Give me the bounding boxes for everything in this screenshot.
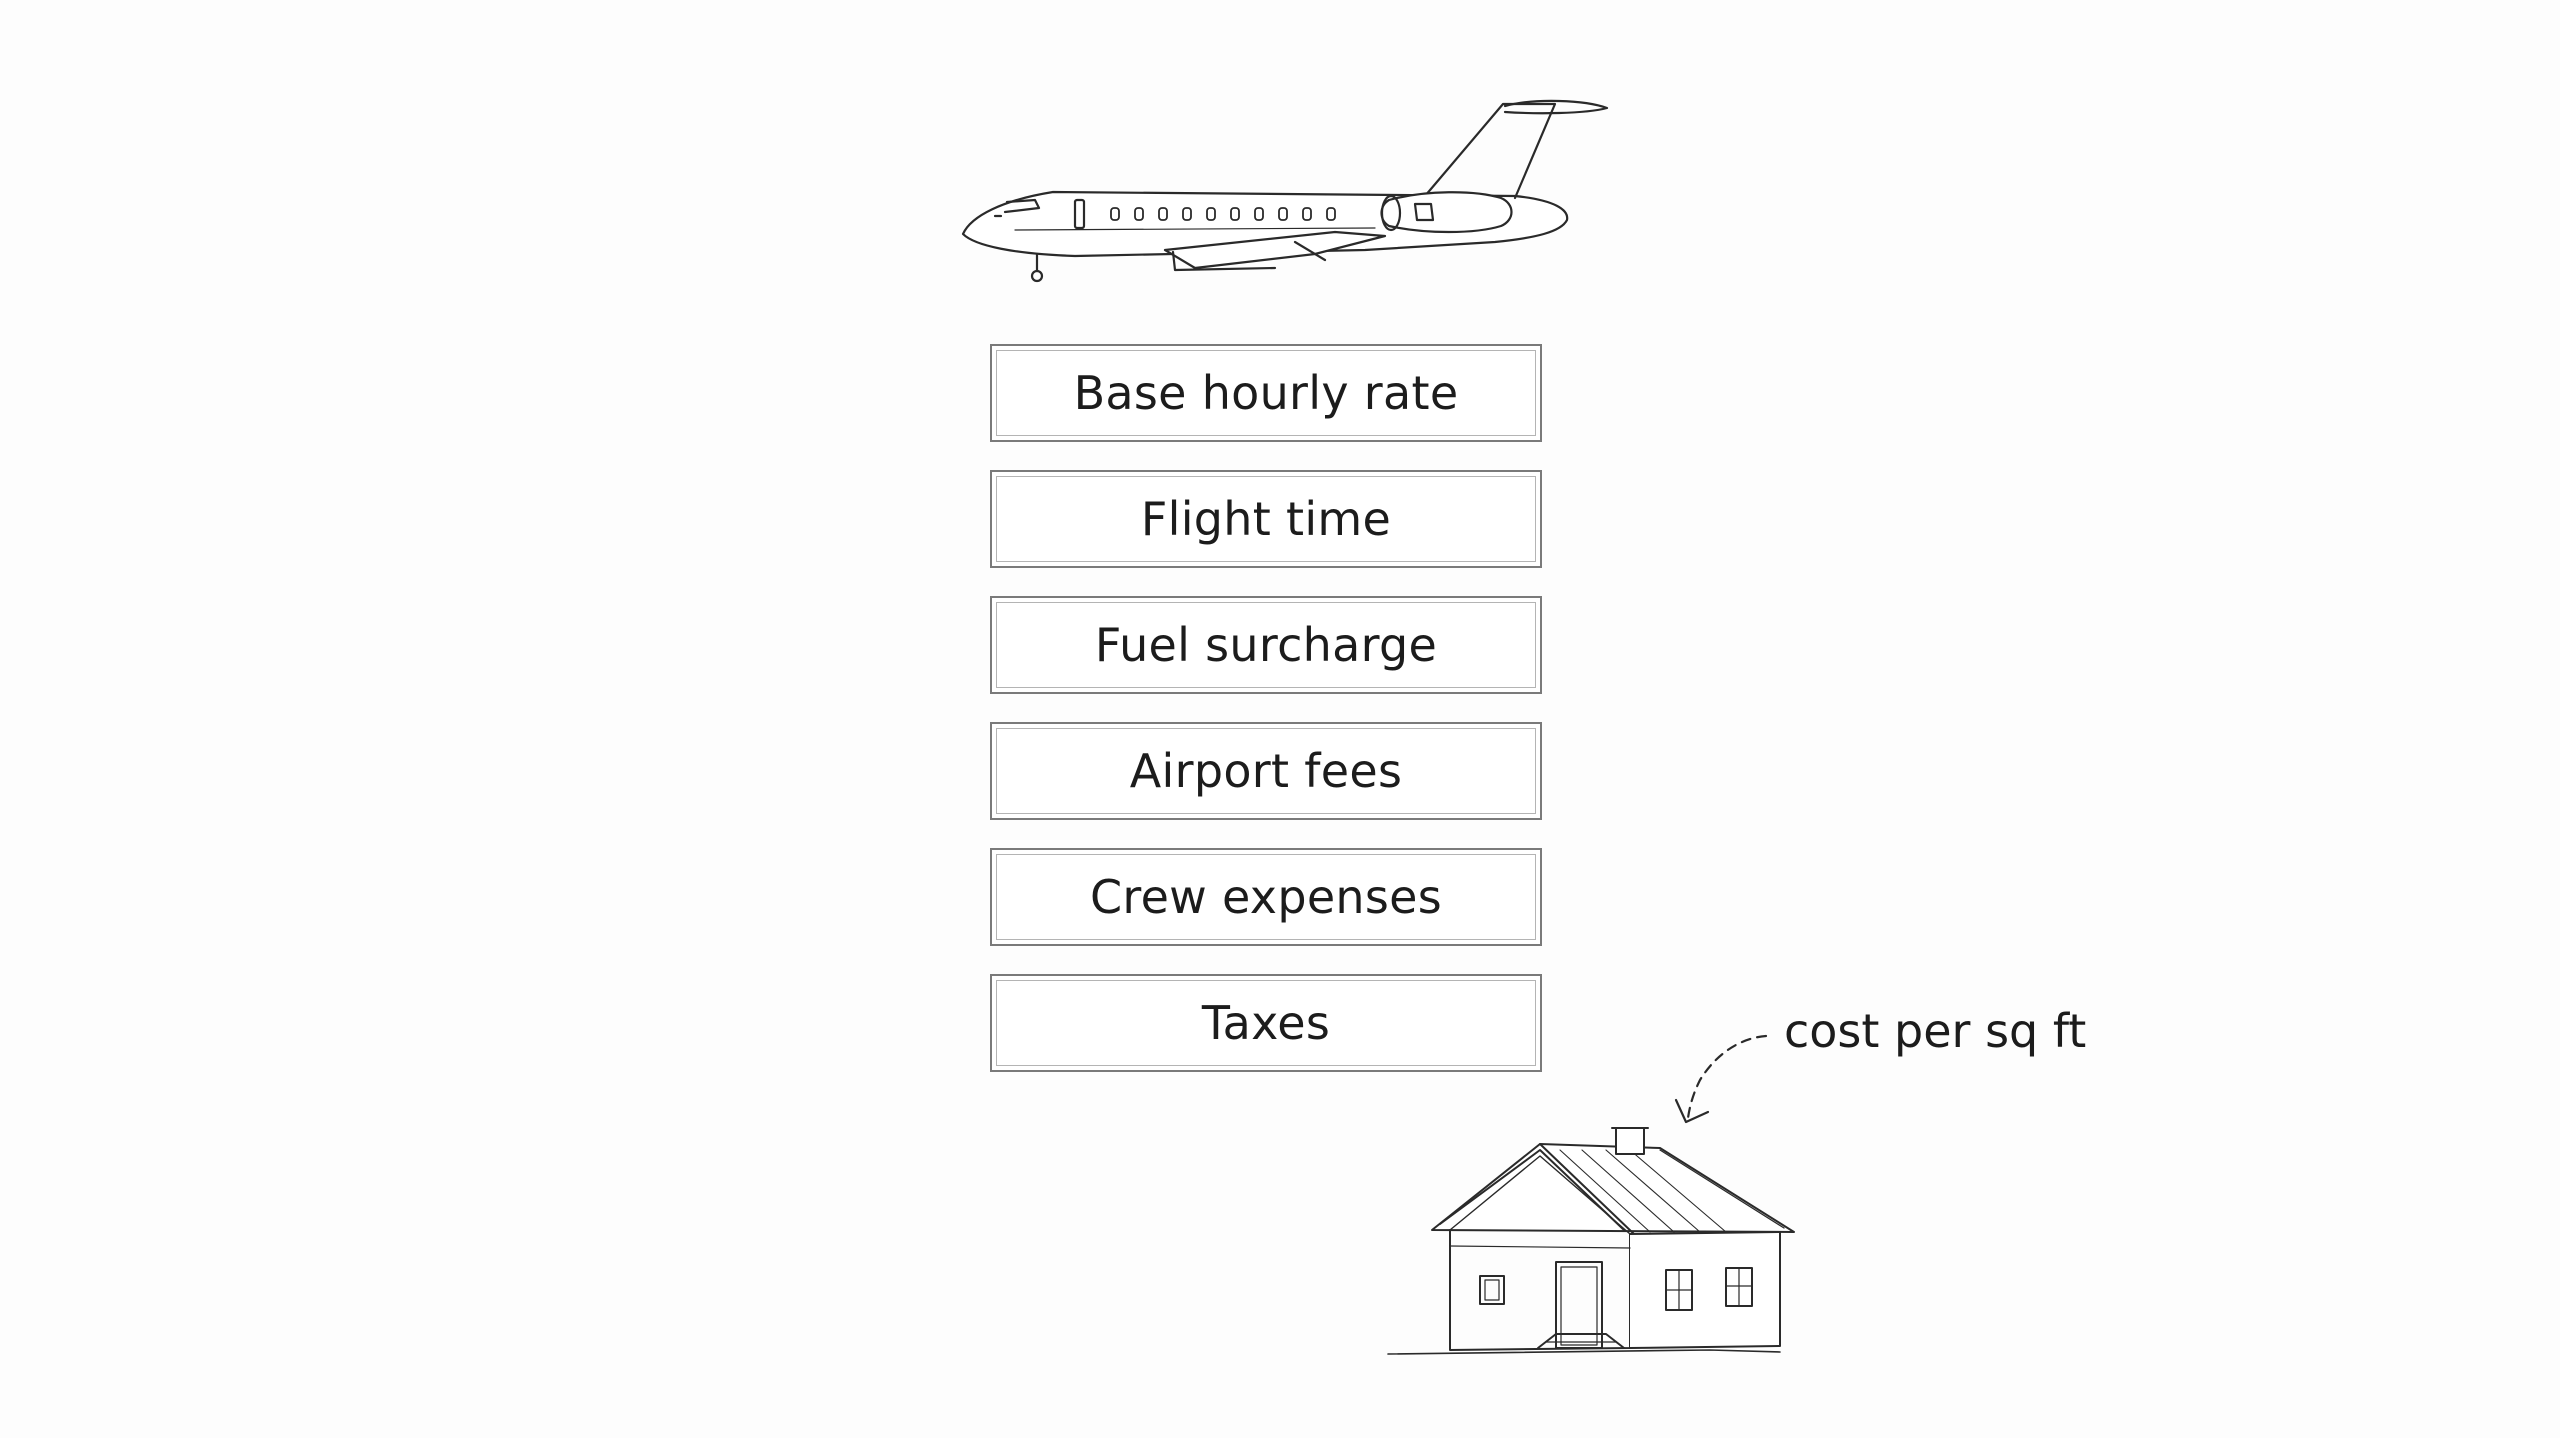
cost-components-list: Base hourly rate Flight time Fuel surcha… — [990, 344, 1542, 1100]
cost-label: Fuel surcharge — [1094, 618, 1438, 672]
cost-box-fuel-surcharge: Fuel surcharge — [990, 596, 1542, 694]
cost-box-crew-expenses: Crew expenses — [990, 848, 1542, 946]
house-icon — [1387, 1127, 1795, 1355]
cost-box-taxes: Taxes — [990, 974, 1542, 1072]
cost-label: Taxes — [1201, 996, 1331, 1050]
cost-label: Base hourly rate — [1073, 366, 1459, 420]
cost-box-airport-fees: Airport fees — [990, 722, 1542, 820]
dashed-arrow-icon — [1674, 1034, 1768, 1124]
cost-box-flight-time: Flight time — [990, 470, 1542, 568]
cost-box-base-hourly-rate: Base hourly rate — [990, 344, 1542, 442]
cost-label: Flight time — [1140, 492, 1392, 546]
jet-airplane-icon — [961, 99, 1609, 283]
annotation-label: cost per sq ft — [1784, 1004, 2087, 1058]
cost-label: Crew expenses — [1089, 870, 1443, 924]
cost-label: Airport fees — [1129, 744, 1403, 798]
